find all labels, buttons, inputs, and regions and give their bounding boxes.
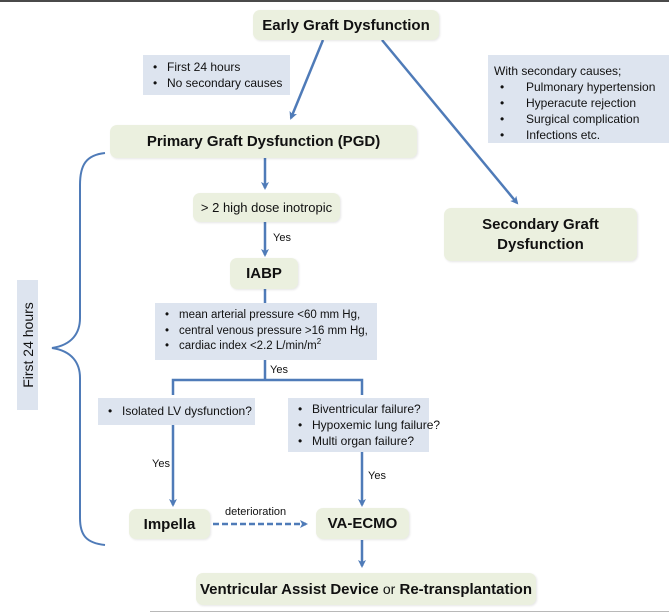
node-label: > 2 high dose inotropic bbox=[200, 200, 333, 215]
edge-label-yes: Yes bbox=[368, 470, 386, 482]
final-part1: Ventricular Assist Device bbox=[199, 580, 379, 598]
label-first-24-hours: First 24 hours bbox=[17, 280, 38, 410]
arrow-early-to-secondary bbox=[381, 39, 519, 205]
note-item: Multi organ failure? bbox=[292, 433, 425, 449]
node-label: IABP bbox=[246, 265, 282, 282]
note-item: Surgical complication bbox=[494, 111, 663, 127]
note-isolated-lv: Isolated LV dysfunction? bbox=[98, 398, 255, 425]
node-early-graft-dysfunction: Early Graft Dysfunction bbox=[253, 10, 439, 40]
node-label: Secondary Graft bbox=[482, 215, 599, 233]
edge-label-yes: Yes bbox=[152, 458, 170, 470]
brace-first-24-hours bbox=[51, 152, 106, 546]
final-or: or bbox=[382, 581, 396, 597]
note-secondary-causes: With secondary causes; Pulmonary hyperte… bbox=[488, 55, 669, 143]
edge-label-yes: Yes bbox=[270, 364, 288, 376]
note-item: Hyperacute rejection bbox=[494, 95, 663, 111]
note-item: Hypoxemic lung failure? bbox=[292, 417, 440, 433]
edge-label-deterioration: deterioration bbox=[225, 506, 287, 518]
label-text: First 24 hours bbox=[19, 302, 36, 388]
note-primary-criteria: First 24 hours No secondary causes bbox=[143, 55, 290, 95]
arrow-early-to-pgd bbox=[289, 39, 325, 120]
note-item-text: cardiac index <2.2 L/min/m bbox=[179, 340, 317, 352]
final-part2: Re-transplantation bbox=[399, 580, 533, 598]
note-item: cardiac index <2.2 L/min/m2 bbox=[159, 337, 373, 355]
bottom-border bbox=[150, 611, 669, 612]
node-label: Early Graft Dysfunction bbox=[262, 16, 430, 34]
edge-label-yes: Yes bbox=[273, 232, 291, 244]
note-heading: With secondary causes; bbox=[494, 64, 622, 78]
node-impella: Impella bbox=[129, 509, 210, 539]
node-label: Impella bbox=[143, 515, 196, 533]
note-item: No secondary causes bbox=[147, 75, 286, 91]
top-border bbox=[0, 0, 669, 2]
node-label: Dysfunction bbox=[497, 235, 584, 253]
note-item: Pulmonary hypertension bbox=[494, 79, 663, 95]
note-item: central venous pressure >16 mm Hg, bbox=[159, 324, 373, 340]
note-item: Infections etc. bbox=[494, 127, 663, 143]
superscript: 2 bbox=[316, 337, 322, 347]
node-inotropic: > 2 high dose inotropic bbox=[193, 193, 340, 222]
node-label: VA-ECMO bbox=[327, 515, 398, 532]
node-iabp: IABP bbox=[230, 258, 298, 289]
note-item: Biventricular failure? bbox=[292, 401, 425, 417]
node-va-ecmo: VA-ECMO bbox=[316, 508, 409, 539]
note-biventricular: Biventricular failure? Hypoxemic lung fa… bbox=[288, 398, 440, 452]
note-item: mean arterial pressure <60 mm Hg, bbox=[159, 308, 373, 324]
note-item: First 24 hours bbox=[147, 59, 286, 75]
node-secondary-graft-dysfunction: Secondary Graft Dysfunction bbox=[444, 208, 637, 261]
node-primary-graft-dysfunction: Primary Graft Dysfunction (PGD) bbox=[110, 125, 417, 158]
note-hemodynamics: mean arterial pressure <60 mm Hg, centra… bbox=[155, 303, 377, 360]
node-final-outcome: Ventricular Assist Device or Re-transpla… bbox=[196, 573, 536, 605]
node-label: Primary Graft Dysfunction (PGD) bbox=[146, 133, 381, 150]
line-split bbox=[171, 378, 364, 395]
note-item: Isolated LV dysfunction? bbox=[102, 403, 252, 419]
